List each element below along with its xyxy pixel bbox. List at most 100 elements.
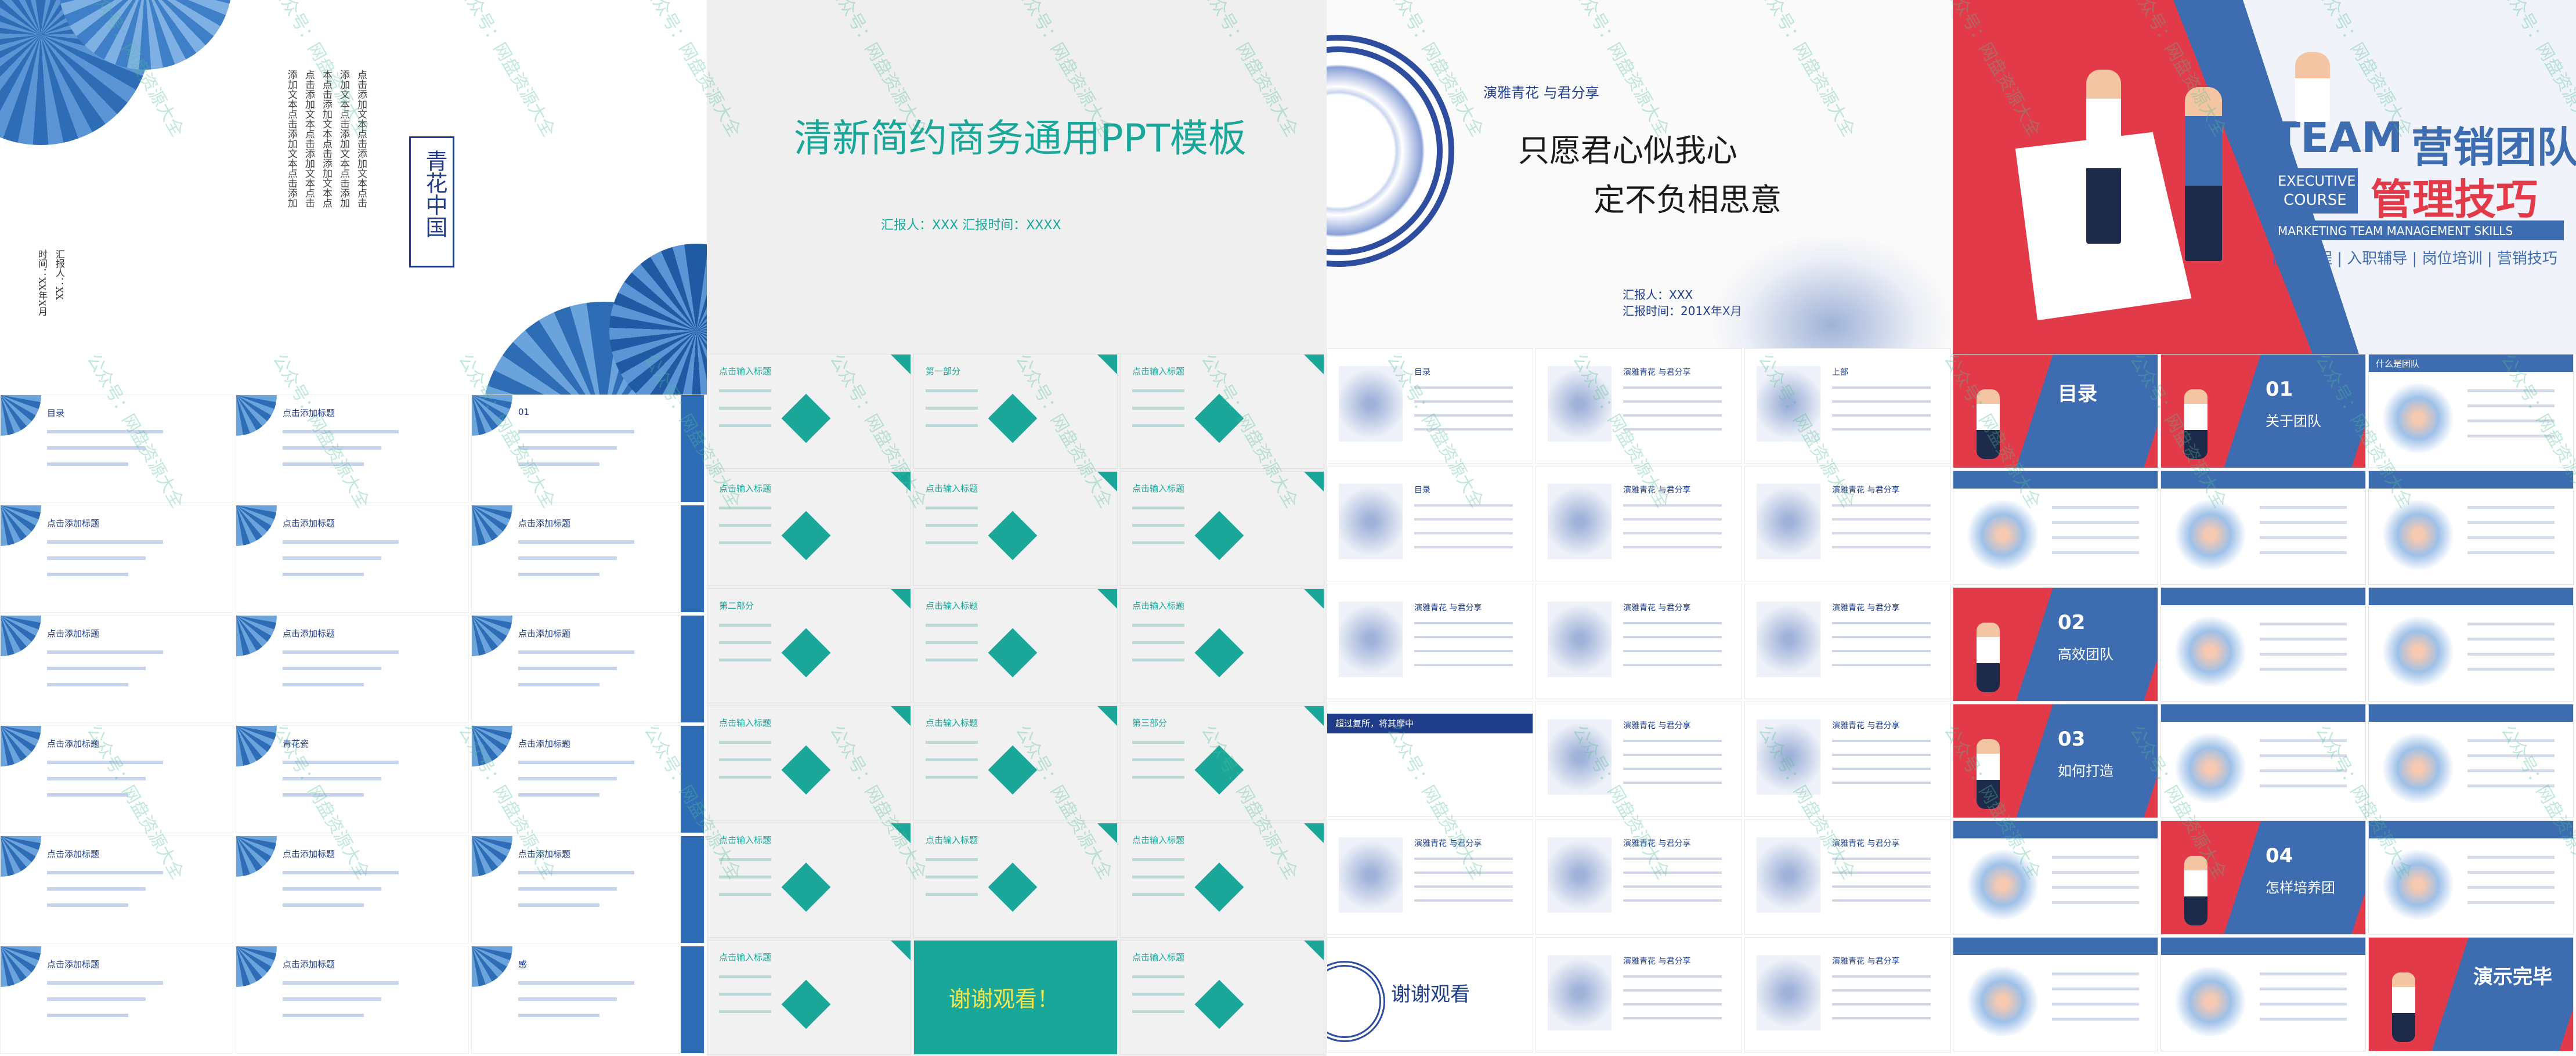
title-bar [1327, 714, 1533, 733]
side-bar [681, 616, 704, 722]
ink-image [1339, 366, 1403, 442]
text-line [2260, 972, 2347, 975]
cover-subtitle: 汇报人：XXX 汇报时间：XXXX [881, 218, 1061, 233]
thumb-title: 高效团队 [2058, 646, 2113, 663]
text-line [1132, 407, 1184, 410]
ink-image [1339, 484, 1403, 559]
thumb-title: 演雅青花 与君分享 [1623, 839, 1691, 848]
cover-body-2: 添加文本点击添加文本点击添加 [338, 70, 349, 208]
text-line [719, 758, 771, 761]
slide-thumbnail: 点击输入标题 [707, 354, 911, 469]
thumb-title: 点击输入标题 [1132, 601, 1185, 611]
cover-tag: 演雅青花 与君分享 [1483, 85, 1599, 101]
thumb-title: 青花瓷 [283, 739, 309, 749]
thumb-number: 01 [2266, 378, 2293, 401]
text-line [1414, 636, 1513, 638]
text-line [1832, 782, 1931, 784]
text-line [926, 876, 978, 878]
text-line [1132, 1010, 1184, 1013]
thumb-title: 点击输入标题 [719, 952, 772, 963]
cover-english: MARKETING TEAM MANAGEMENT SKILLS [2278, 224, 2513, 238]
illustration [1965, 967, 2040, 1036]
text-line [283, 777, 381, 780]
text-line [1623, 754, 1722, 756]
text-line [926, 641, 978, 644]
illustration [2173, 733, 2248, 803]
ink-image [1548, 719, 1612, 795]
thumb-title: 点击添加标题 [47, 739, 100, 749]
slide-thumbnail [1953, 937, 2158, 1051]
text-line [1832, 518, 1931, 520]
diamond [988, 393, 1038, 443]
text-line [283, 556, 381, 560]
text-line [719, 858, 771, 861]
text-line [1132, 507, 1184, 509]
text-line [283, 683, 364, 686]
thumb-title: 点击添加标题 [283, 408, 335, 418]
diamond [1194, 862, 1244, 912]
thumb-title: 点击添加标题 [47, 959, 100, 970]
text-line [1623, 636, 1722, 638]
thumb-title: 点击输入标题 [1132, 483, 1185, 494]
text-line [2260, 638, 2347, 641]
cover-time: 时间：XX年X月 [37, 249, 48, 316]
text-line [518, 573, 599, 576]
text-line [1623, 768, 1722, 770]
fan-decoration [236, 946, 277, 987]
text-line [1414, 518, 1513, 520]
illustration [2380, 384, 2456, 453]
slide-cover: 演雅青花 与君分享 只愿君心似我心 定不负相思意 汇报人：XXX 汇报时间：20… [1327, 0, 1953, 348]
fan-decoration [472, 946, 512, 987]
illustration [2173, 500, 2248, 570]
text-line [719, 641, 771, 644]
text-line [1414, 400, 1513, 403]
text-line [1414, 858, 1513, 860]
text-line [283, 871, 399, 874]
slide-thumbnail: 演雅青花 与君分享 [1744, 584, 1951, 699]
fan-decoration [1, 726, 41, 766]
text-line [1132, 624, 1184, 627]
illustration [1965, 500, 2040, 570]
thumb-title: 点击输入标题 [719, 718, 772, 728]
text-line [1132, 975, 1184, 978]
ink-image [1339, 837, 1403, 913]
text-line [2052, 972, 2139, 975]
thumb-title: 感 [518, 959, 528, 970]
slide-thumbnail [1953, 471, 2158, 585]
text-line [47, 446, 146, 450]
text-line [1623, 504, 1722, 507]
text-line [1832, 754, 1931, 756]
text-line [926, 659, 978, 661]
text-line [1623, 740, 1722, 742]
panel-blue-fan-template: 青花中国 点击添加文本点击添加文本点击 添加文本点击添加文本点击添加 本点击添加… [0, 0, 707, 1056]
corner-triangle [891, 355, 911, 374]
text-line [926, 407, 978, 410]
thumb-title: 第一部分 [926, 366, 961, 377]
corner-triangle [1097, 706, 1117, 726]
thumb-title: 演雅青花 与君分享 [1832, 603, 1900, 613]
text-line [2467, 551, 2555, 554]
text-line [47, 667, 146, 670]
fan-decoration [236, 616, 277, 656]
text-line [1832, 400, 1931, 403]
text-line [1414, 414, 1513, 417]
text-line [719, 1010, 771, 1013]
thumb-title: 点击输入标题 [926, 483, 978, 494]
text-line [2260, 521, 2347, 524]
thumb-title: 点击输入标题 [926, 601, 978, 611]
slide-thumbnail: 点击添加标题 [0, 946, 233, 1054]
text-line [1414, 532, 1513, 534]
thumb-title: 点击添加标题 [518, 849, 571, 859]
illustration [2380, 733, 2456, 803]
text-line [1832, 885, 1931, 888]
blue-header [2369, 821, 2573, 838]
ink-image [1548, 484, 1612, 559]
text-line [1832, 636, 1931, 638]
slide-thumbnail: 演雅青花 与君分享 [1536, 466, 1742, 581]
corner-triangle [891, 472, 911, 491]
thumb-title: 点击输入标题 [1132, 952, 1185, 963]
text-line [518, 887, 617, 891]
slide-thumbnail: 点击输入标题 [913, 706, 1118, 820]
thumb-title: 点击输入标题 [719, 366, 772, 377]
text-line [1832, 871, 1931, 874]
